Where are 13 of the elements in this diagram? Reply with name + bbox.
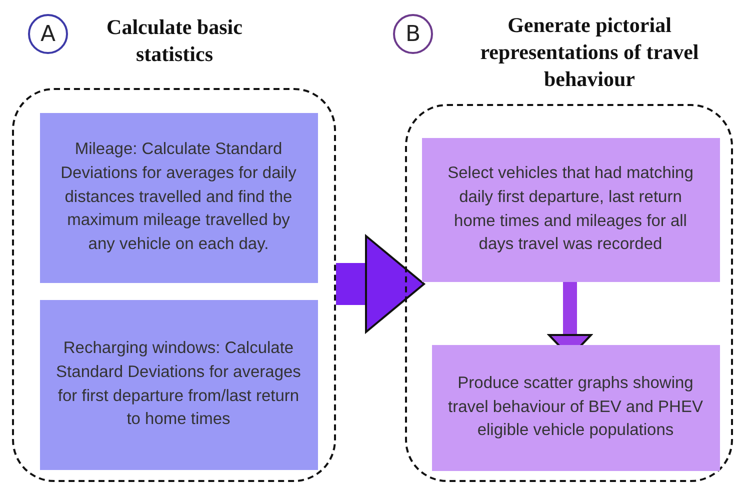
section-heading: Calculate basic statistics <box>106 14 244 68</box>
section-letter-circle: A <box>28 14 68 54</box>
section-letter-circle: B <box>393 14 433 54</box>
process-box <box>432 344 720 470</box>
block-arrow <box>336 235 425 333</box>
box-text: Produce scatter graphs showing travel behaviour of BEV and PHEV eligible vehicle populations <box>448 372 704 442</box>
process-box <box>422 138 720 282</box>
box-text: Mileage: Calculate Standard Deviations for averages for daily distances travelled and find the maximum mileage travelled by any vehicle on each day. <box>60 138 298 256</box>
process-box <box>40 112 318 282</box>
box-text: Recharging windows: Calculate Standard Deviations for averages for first departure from/last return to home times <box>56 338 302 430</box>
process-box <box>40 300 318 470</box>
box-text: Select vehicles that had matching daily first departure, last return home times and mileages for all days travel was recorded <box>446 162 694 256</box>
section-heading: Generate pictorial representations of travel behaviour <box>479 12 700 94</box>
